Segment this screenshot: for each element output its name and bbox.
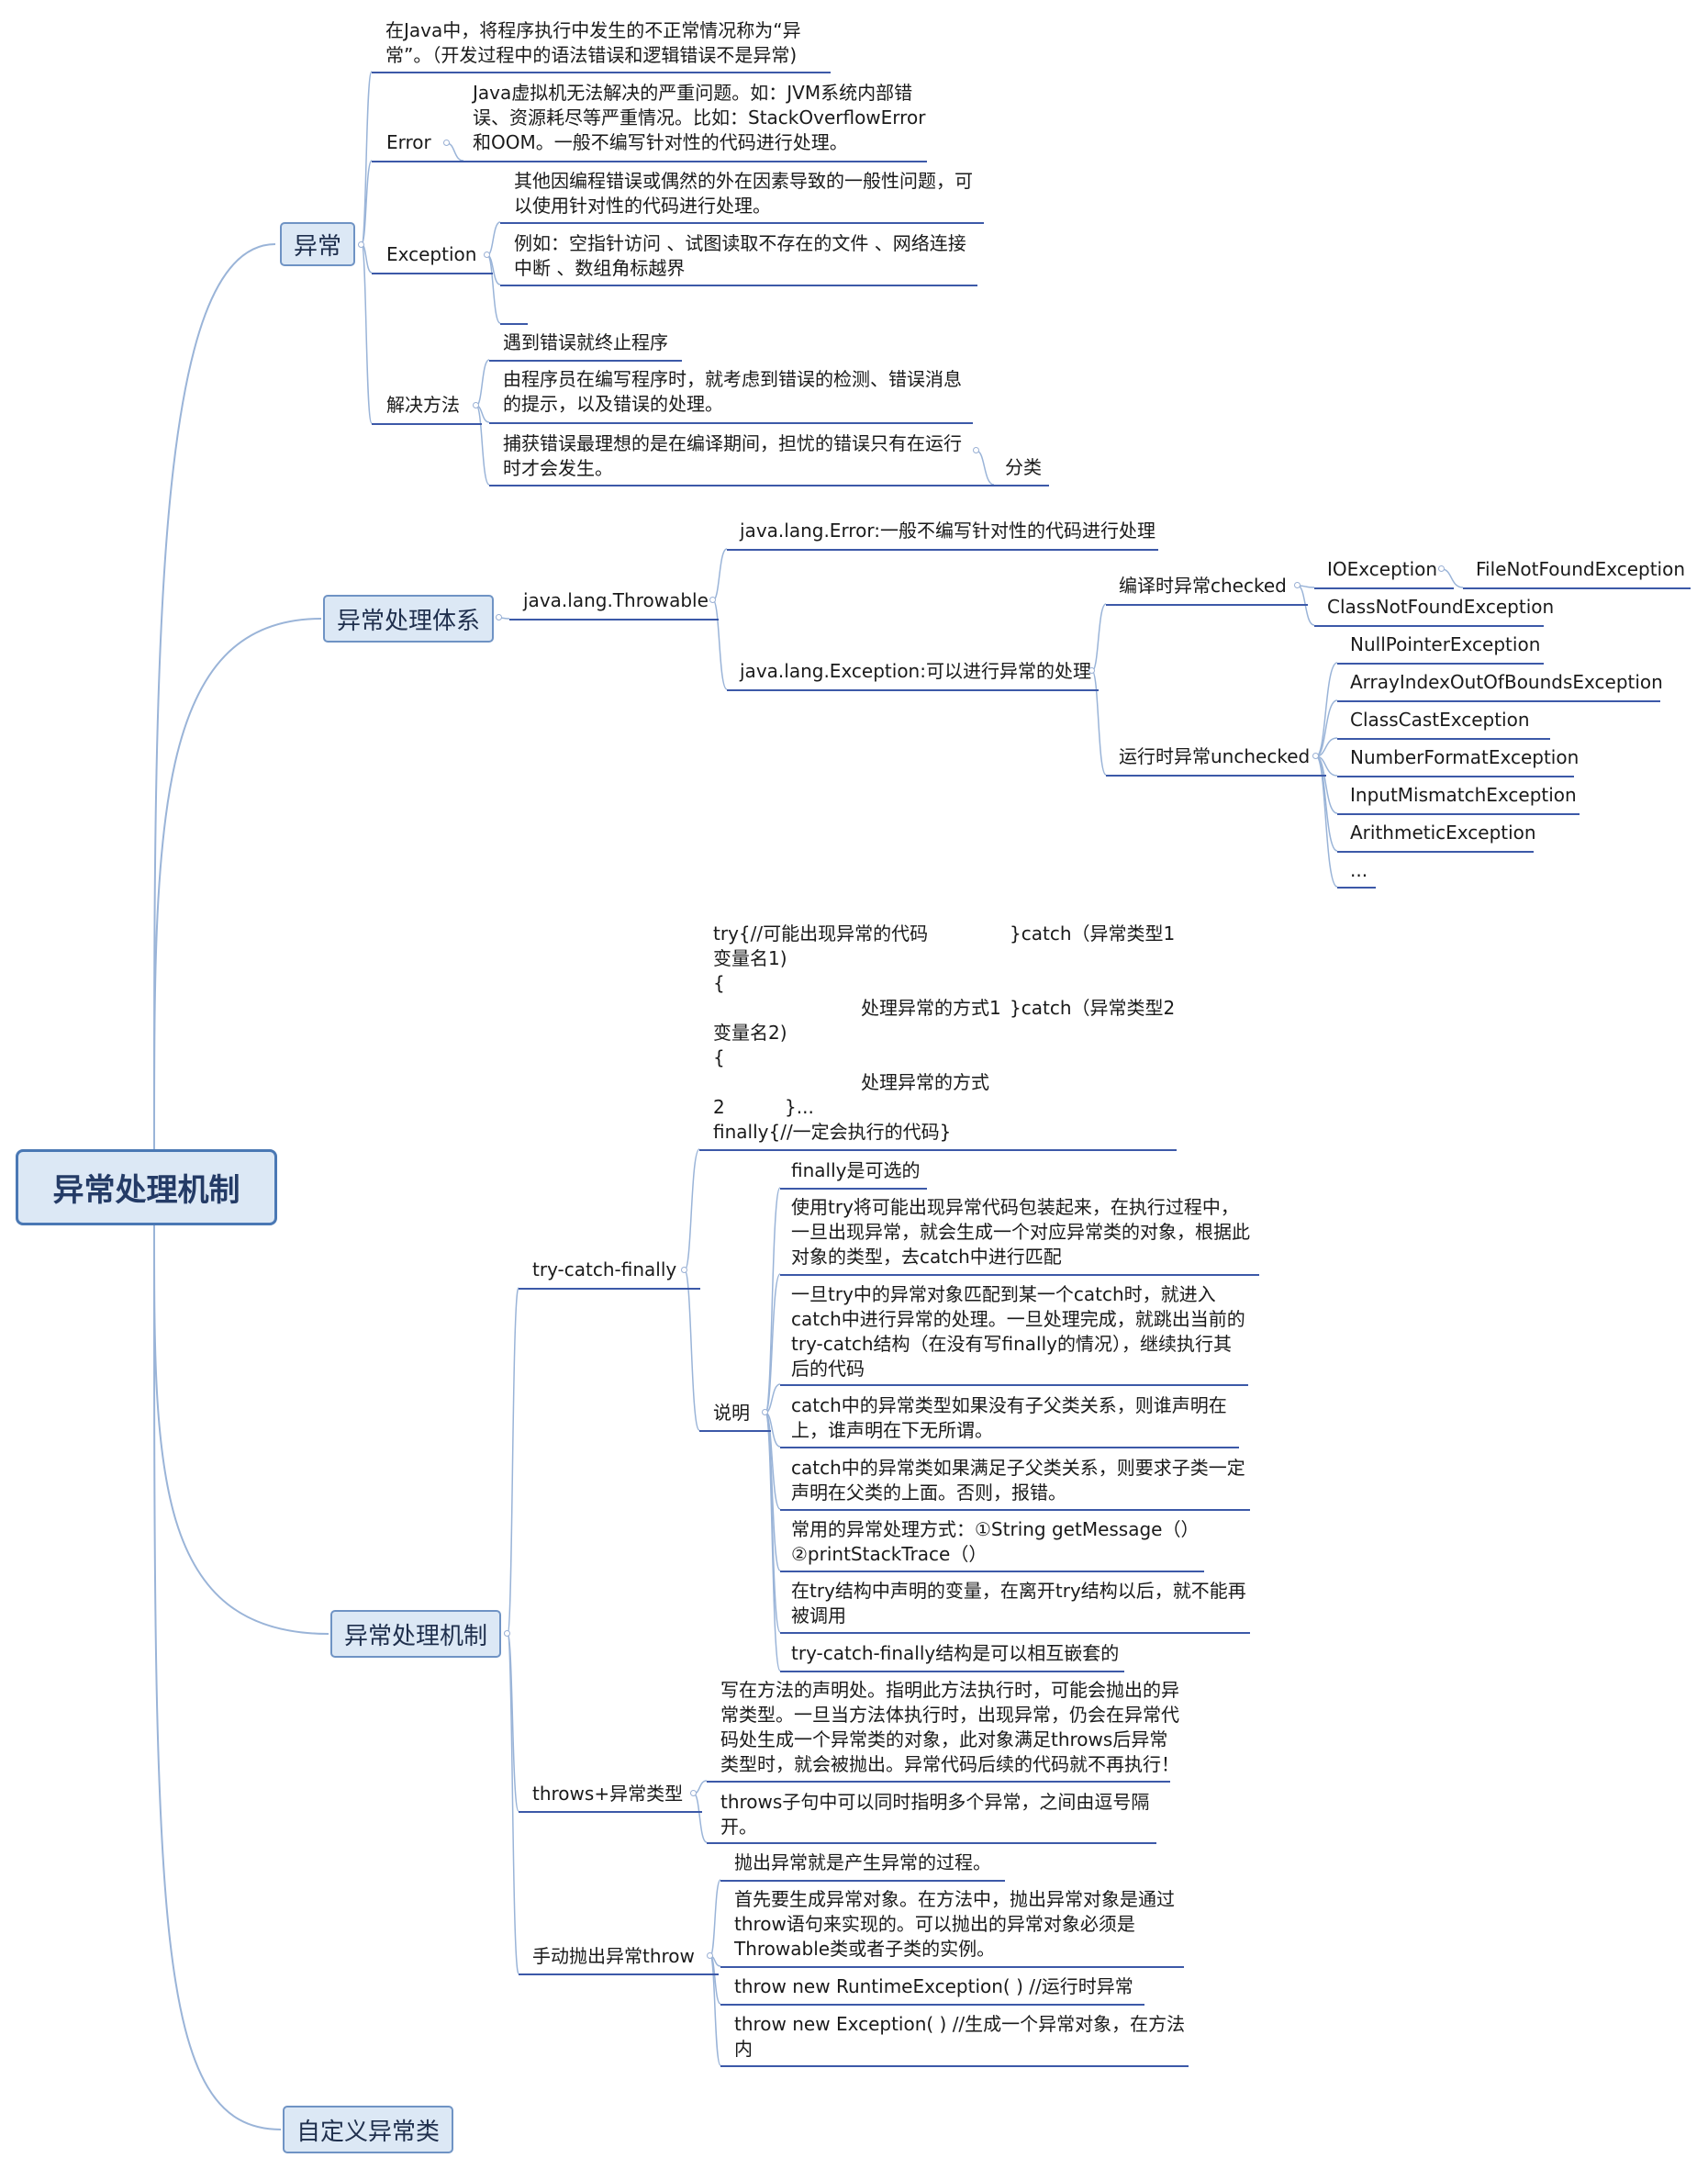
connector	[1315, 755, 1338, 888]
branch-system[interactable]: 异常处理体系	[323, 595, 494, 643]
classnotfound-node[interactable]: ClassNotFoundException	[1327, 596, 1555, 618]
solution-item: 遇到错误就终止程序	[503, 331, 668, 353]
connector	[1091, 670, 1107, 776]
connector	[507, 1633, 519, 1974]
connector	[361, 160, 373, 245]
connector	[712, 599, 728, 690]
unchecked-item[interactable]: NumberFormatException	[1350, 746, 1580, 768]
exception-intro: 在Java中，将程序执行中发生的不正常情况称为“异常”。（开发过程中的语法错误和…	[385, 19, 801, 66]
throws-node[interactable]: throws+异常类型	[532, 1783, 684, 1805]
note-item: try-catch-finally结构是可以相互嵌套的	[791, 1642, 1120, 1664]
note-item: 在try结构中声明的变量，在离开try结构以后，就不能再被调用	[791, 1580, 1246, 1627]
unchecked-item[interactable]: ArrayIndexOutOfBoundsException	[1350, 671, 1663, 693]
unchecked-item[interactable]: ...	[1350, 859, 1368, 881]
unchecked-node[interactable]: 运行时异常unchecked	[1119, 745, 1311, 767]
solution-item: 捕获错误最理想的是在编译期间，担忧的错误只有在运行时才会发生。	[503, 432, 962, 479]
collapse-toggle[interactable]	[358, 241, 364, 248]
connector	[361, 243, 373, 424]
connector	[765, 1187, 781, 1414]
connector	[475, 405, 490, 486]
solution-item: 由程序员在编写程序时，就考虑到错误的检测、错误消息的提示，以及错误的处理。	[503, 368, 962, 415]
checked-node[interactable]: 编译时异常checked	[1119, 575, 1287, 597]
throw-item: 抛出异常就是产生异常的过程。	[734, 1851, 991, 1873]
connector	[446, 142, 464, 162]
explain-node[interactable]: 说明	[713, 1402, 750, 1424]
connector	[507, 1287, 519, 1635]
note-item: catch中的异常类如果满足子父类关系，则要求子类一定声明在父类的上面。否则，报…	[791, 1457, 1245, 1504]
ioexception-node[interactable]: IOException	[1327, 558, 1438, 580]
branch-exception[interactable]: 异常	[280, 222, 355, 266]
filenotfound-node[interactable]: FileNotFoundException	[1476, 558, 1686, 580]
collapse-toggle[interactable]	[690, 1790, 697, 1796]
unchecked-item[interactable]: ClassCastException	[1350, 709, 1530, 731]
exception-example: 例如：空指针访问 、试图读取不存在的文件 、网络连接中断 、数组角标越界	[514, 232, 966, 279]
connector	[475, 359, 490, 407]
connector	[712, 548, 728, 601]
error-label[interactable]: Error	[386, 131, 431, 153]
collapse-toggle[interactable]	[496, 614, 502, 621]
throws-multi: throws子句中可以同时指明多个异常，之间由逗号隔开。	[720, 1791, 1150, 1838]
connector	[765, 1412, 781, 1671]
collapse-toggle[interactable]	[762, 1409, 768, 1415]
throws-description: 写在方法的声明处。指明此方法执行时，可能会抛出的异常类型。一旦当方法体执行时，出…	[720, 1679, 1179, 1775]
unchecked-item[interactable]: InputMismatchException	[1350, 784, 1577, 806]
branch-mechanism[interactable]: 异常处理机制	[330, 1610, 501, 1658]
note-item: catch中的异常类型如果没有子父类关系，则谁声明在上，谁声明在下无所谓。	[791, 1394, 1227, 1441]
unchecked-item[interactable]: NullPointerException	[1350, 633, 1541, 655]
connector	[709, 1879, 721, 1957]
connector	[684, 1148, 700, 1271]
throwable-node[interactable]: java.lang.Throwable	[523, 589, 709, 611]
collapse-toggle[interactable]	[1294, 582, 1301, 588]
unchecked-item[interactable]: ArithmeticException	[1350, 822, 1536, 844]
collapse-toggle[interactable]	[504, 1630, 510, 1637]
collapse-toggle[interactable]	[473, 402, 479, 408]
collapse-toggle[interactable]	[1438, 565, 1445, 572]
collapse-toggle[interactable]	[1088, 667, 1095, 674]
note-item: 常用的异常处理方式：①String getMessage（）②printStac…	[791, 1518, 1200, 1565]
connector	[765, 1273, 781, 1414]
collapse-toggle[interactable]	[443, 140, 450, 146]
connector	[709, 1955, 721, 2066]
connector	[153, 618, 322, 1150]
connector	[976, 450, 995, 486]
error-description: Java虚拟机无法解决的严重问题。如：JVM系统内部错误、资源耗尽等严重情况。比…	[473, 82, 926, 153]
connector	[486, 221, 501, 256]
connector	[1091, 603, 1107, 672]
collapse-toggle[interactable]	[681, 1267, 687, 1273]
collapse-toggle[interactable]	[484, 252, 490, 258]
throw-item: throw new RuntimeException( ) //运行时异常	[734, 1975, 1133, 1997]
throw-item: throw new Exception( ) //生成一个异常对象，在方法内	[734, 2013, 1186, 2060]
note-item: 使用try将可能出现异常代码包装起来，在执行过程中，一旦出现异常，就会生成一个对…	[791, 1196, 1250, 1268]
throw-node[interactable]: 手动抛出异常throw	[532, 1945, 695, 1967]
try-catch-finally-node[interactable]: try-catch-finally	[532, 1258, 677, 1280]
connector	[1315, 699, 1338, 757]
connector	[361, 71, 373, 245]
connector	[153, 1224, 329, 1635]
classify-label[interactable]: 分类	[1005, 456, 1042, 478]
connector	[693, 1793, 708, 1843]
connector	[153, 1224, 282, 2130]
connector	[486, 254, 501, 324]
branch-custom[interactable]: 自定义异常类	[283, 2106, 453, 2153]
solution-label[interactable]: 解决方法	[386, 394, 460, 416]
root-topic[interactable]: 异常处理机制	[16, 1149, 277, 1225]
collapse-toggle[interactable]	[709, 597, 716, 603]
exception-class-node[interactable]: java.lang.Exception:可以进行异常的处理	[740, 660, 1091, 682]
collapse-toggle[interactable]	[707, 1952, 713, 1959]
exception-description: 其他因编程错误或偶然的外在因素导致的一般性问题，可以使用针对性的代码进行处理。	[514, 170, 973, 217]
collapse-toggle[interactable]	[973, 447, 979, 453]
connector	[1315, 662, 1338, 757]
collapse-toggle[interactable]	[1312, 753, 1319, 759]
note-item: finally是可选的	[791, 1159, 921, 1181]
error-class-node[interactable]: java.lang.Error:一般不编写针对性的代码进行处理	[740, 520, 1155, 542]
connector	[1441, 568, 1464, 588]
connector	[153, 243, 276, 1150]
exception-label[interactable]: Exception	[386, 243, 477, 265]
connector	[684, 1269, 700, 1431]
